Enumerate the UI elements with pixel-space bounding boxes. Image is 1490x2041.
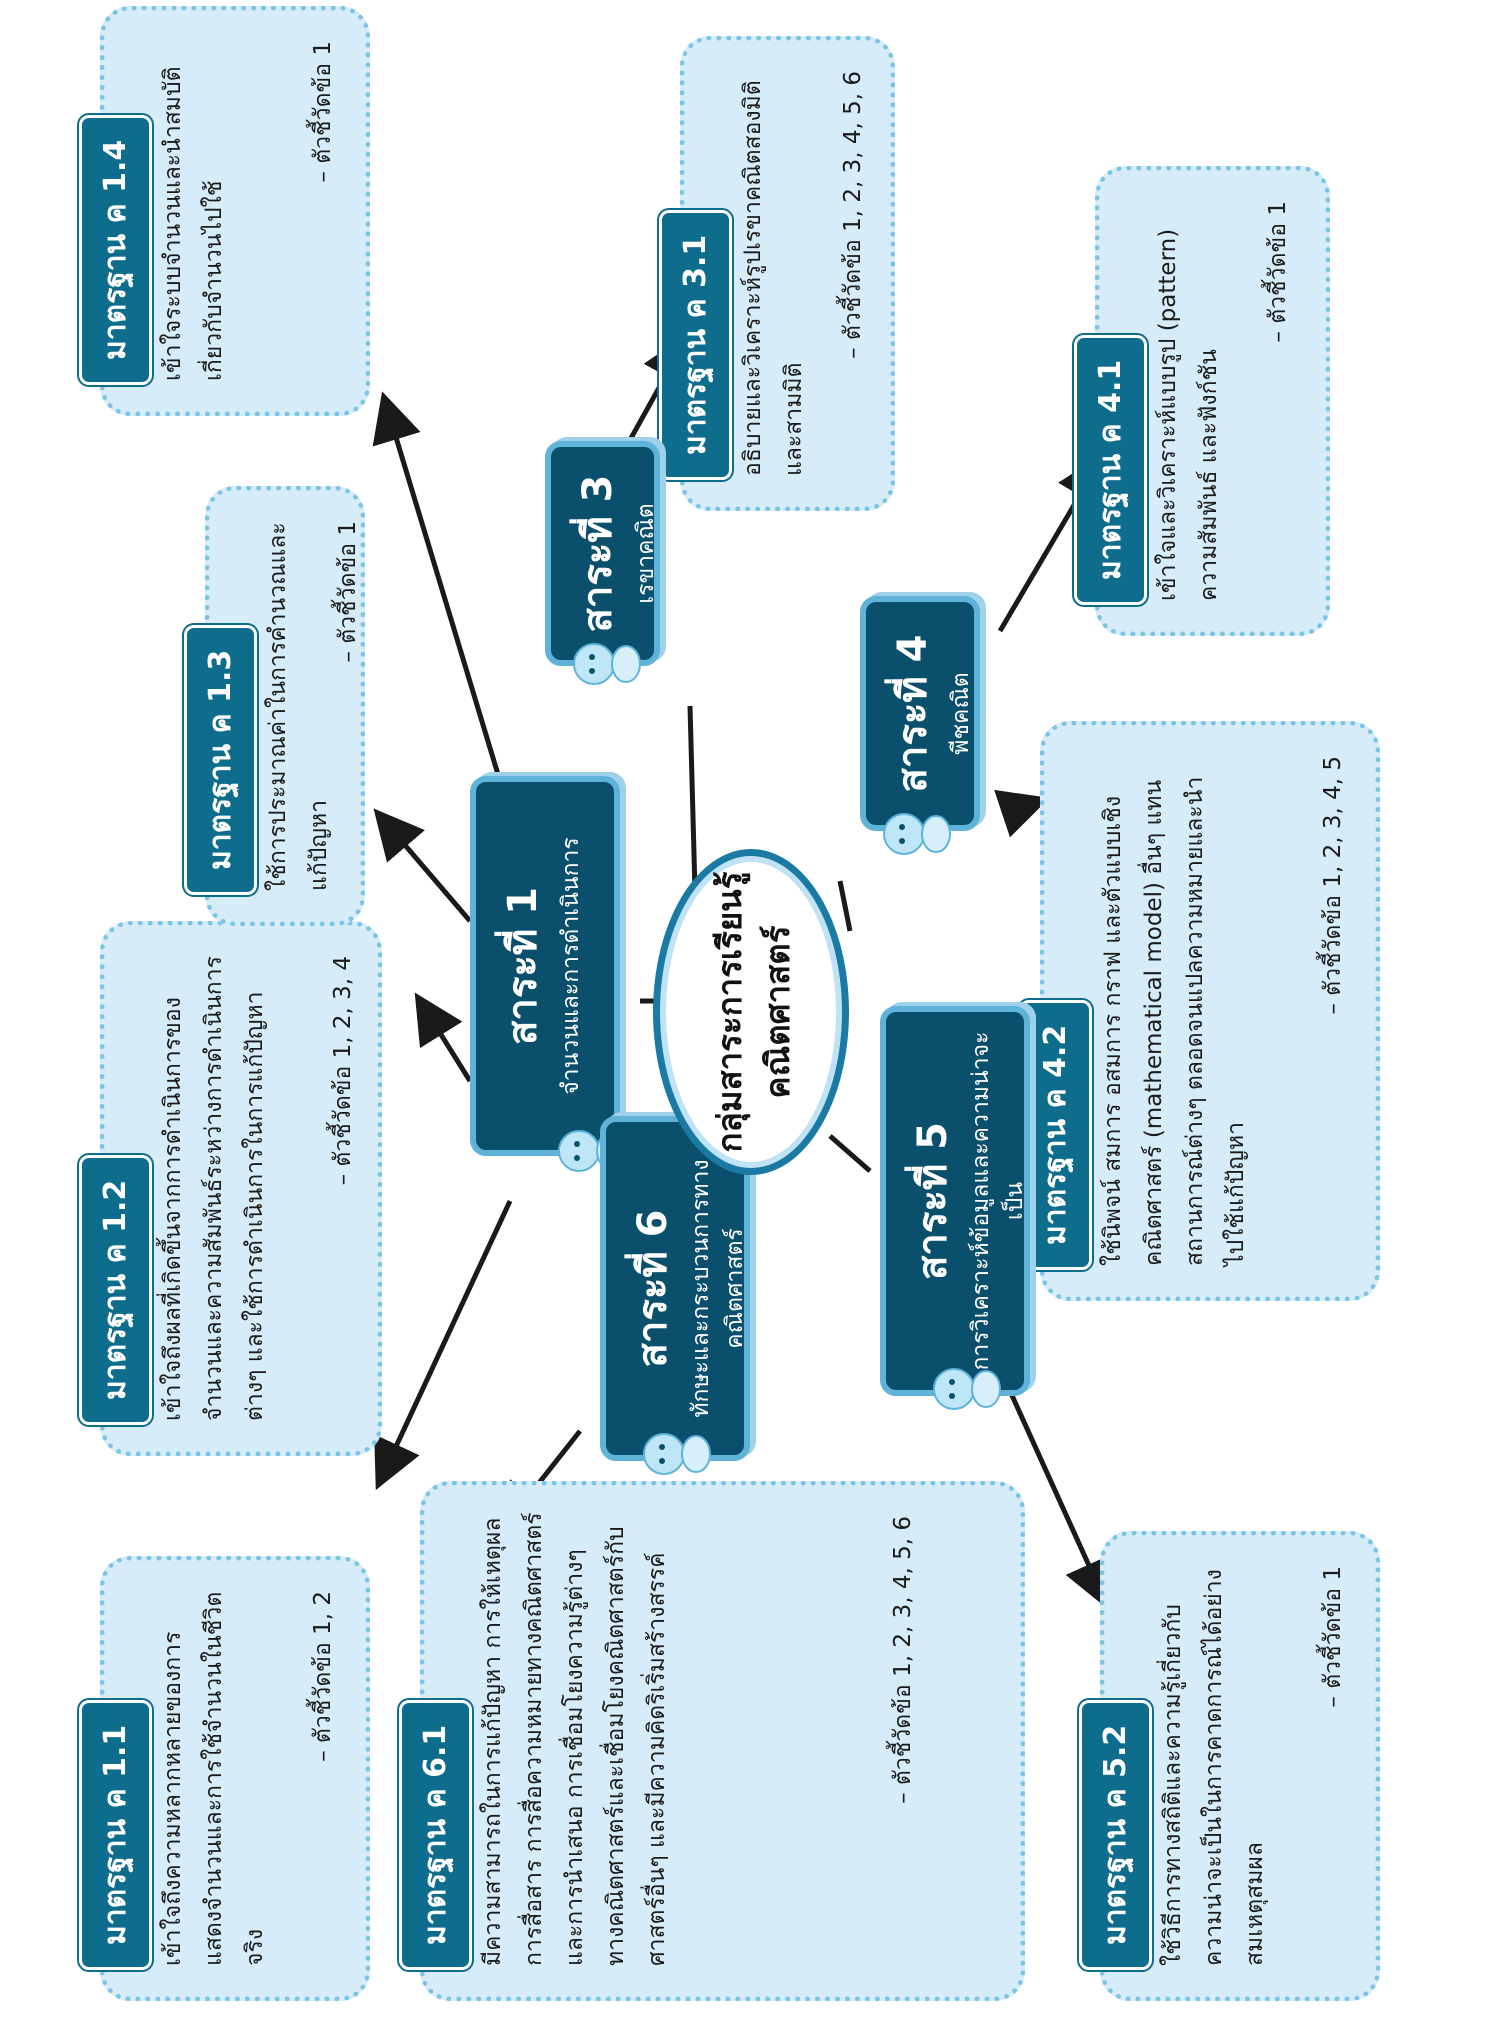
standard-card-5-2: มาตรฐาน ค 5.2 ใช้วิธีการทางสถิติและความร… xyxy=(1079,1531,1380,2001)
standard-text: เข้าใจระบบจำนวนและนำสมบัติเกี่ยวกับจำนวน… xyxy=(160,66,227,381)
standard-card-1-3: มาตรฐาน ค 1.3 ใช้การประมาณค่าในการคำนวณแ… xyxy=(184,486,365,926)
arrow-s1-c1-2 xyxy=(414,992,473,1083)
standard-label: มาตรฐาน ค 5.2 xyxy=(1079,1699,1152,1970)
link-center-s4 xyxy=(837,880,853,932)
mascot-icon xyxy=(643,1433,711,1475)
mascot-icon xyxy=(883,813,951,855)
standard-indicators: – ตัวชี้วัดข้อ 1, 2, 3, 4, 5, 6 xyxy=(890,1516,916,1804)
standard-card-4-1: มาตรฐาน ค 4.1 เข้าใจและวิเคราะห์แบบรูป (… xyxy=(1074,166,1330,636)
center-topic: กลุ่มสาระการเรียนรู้ คณิตศาสตร์ xyxy=(653,849,849,1175)
strand-title: สาระที่ 5 xyxy=(910,1122,956,1280)
link-center-s3 xyxy=(687,705,698,892)
standard-indicators: – ตัวชี้วัดข้อ 1 xyxy=(310,41,336,183)
standard-indicators: – ตัวชี้วัดข้อ 1, 2 xyxy=(310,1591,336,1762)
arrow-s1-c1-4 xyxy=(372,391,503,782)
standard-label: มาตรฐาน ค 1.3 xyxy=(184,624,257,895)
standard-indicators: – ตัวชี้วัดข้อ 1, 2, 3, 4, 5 xyxy=(1320,756,1346,1015)
strand-subtitle: เรขาคณิต xyxy=(633,503,659,604)
standard-card-6-1: มาตรฐาน ค 6.1 มีความสามารถในการแก้ปัญหา … xyxy=(399,1481,1025,2001)
center-title: กลุ่มสาระการเรียนรู้ xyxy=(710,871,749,1153)
standard-text: เข้าใจถึงความหลากหลายของการแสดงจำนวนและก… xyxy=(160,1591,268,1966)
mascot-icon xyxy=(573,643,641,685)
standard-label: มาตรฐาน ค 1.4 xyxy=(79,114,152,385)
standard-text: อธิบายและวิเคราะห์รูปเรขาคณิตสองมิติและส… xyxy=(740,80,807,476)
standard-label: มาตรฐาน ค 6.1 xyxy=(399,1699,472,1970)
standard-card-1-2: มาตรฐาน ค 1.2 เข้าใจถึงผลที่เกิดขึ้นจากก… xyxy=(79,921,382,1456)
strand-subtitle: การวิเคราะห์ข้อมูลและความน่าจะเป็น xyxy=(968,1031,1028,1371)
strand-title: สาระที่ 3 xyxy=(575,474,621,633)
standard-indicators: – ตัวชี้วัดข้อ 1, 2, 3, 4 xyxy=(330,956,356,1186)
standard-indicators: – ตัวชี้วัดข้อ 1, 2, 3, 4, 5, 6 xyxy=(840,71,866,359)
standard-indicators: – ตัวชี้วัดข้อ 1 xyxy=(1265,201,1291,343)
arrow-s4-c4-2 xyxy=(994,789,1050,838)
standard-text: ใช้การประมาณค่าในการคำนวณและแก้ปัญหา xyxy=(265,522,332,891)
arrow-s1-c1-3 xyxy=(373,808,472,923)
standard-text: เข้าใจถึงผลที่เกิดขึ้นจากการดำเนินการของ… xyxy=(160,956,268,1421)
strand-subtitle: พีชคณิต xyxy=(948,672,974,755)
standard-text: เข้าใจและวิเคราะห์แบบรูป (pattern) ความส… xyxy=(1155,228,1222,601)
center-subject: คณิตศาสตร์ xyxy=(758,925,797,1099)
standard-label: มาตรฐาน ค 1.2 xyxy=(79,1154,152,1425)
strand-node-1: สาระที่ 1 จำนวนและการดำเนินการ xyxy=(470,776,620,1156)
standard-label: มาตรฐาน ค 1.1 xyxy=(79,1699,152,1970)
standard-label: มาตรฐาน ค 4.1 xyxy=(1074,334,1147,605)
strand-title: สาระที่ 4 xyxy=(890,634,936,793)
strand-title: สาระที่ 1 xyxy=(500,887,546,1045)
standard-card-1-4: มาตรฐาน ค 1.4 เข้าใจระบบจำนวนและนำสมบัติ… xyxy=(79,6,370,416)
standard-text: ใช้วิธีการทางสถิติและความรู้เกี่ยวกับควา… xyxy=(1160,1569,1268,1966)
strand-node-4: สาระที่ 4 พีชคณิต xyxy=(860,596,980,831)
arrow-s5-c5-2 xyxy=(1007,1389,1112,1611)
standard-indicators: – ตัวชี้วัดข้อ 1 xyxy=(335,521,361,663)
standard-indicators: – ตัวชี้วัดข้อ 1 xyxy=(1320,1566,1346,1708)
strand-title: สาระที่ 6 xyxy=(630,1209,676,1368)
standard-text: มีความสามารถในการแก้ปัญหา การให้เหตุผล ก… xyxy=(480,1512,670,1966)
standard-text: ใช้นิพจน์ สมการ อสมการ กราฟ และตัวแบบเชิ… xyxy=(1100,776,1249,1266)
strand-subtitle: จำนวนและการดำเนินการ xyxy=(558,837,584,1095)
link-center-s5 xyxy=(828,1134,872,1173)
standard-card-4-2: มาตรฐาน ค 4.2 ใช้นิพจน์ สมการ อสมการ กรา… xyxy=(1019,721,1380,1301)
mascot-icon xyxy=(933,1368,1001,1410)
standard-card-1-1: มาตรฐาน ค 1.1 เข้าใจถึงความหลากหลายของกา… xyxy=(79,1556,370,2001)
arrow-s1-c1-1 xyxy=(374,1199,513,1491)
standard-card-3-1: มาตรฐาน ค 3.1 อธิบายและวิเคราะห์รูปเรขาค… xyxy=(659,36,895,511)
strand-node-5: สาระที่ 5 การวิเคราะห์ข้อมูลและความน่าจะ… xyxy=(880,1006,1030,1396)
standard-label: มาตรฐาน ค 3.1 xyxy=(659,209,732,480)
